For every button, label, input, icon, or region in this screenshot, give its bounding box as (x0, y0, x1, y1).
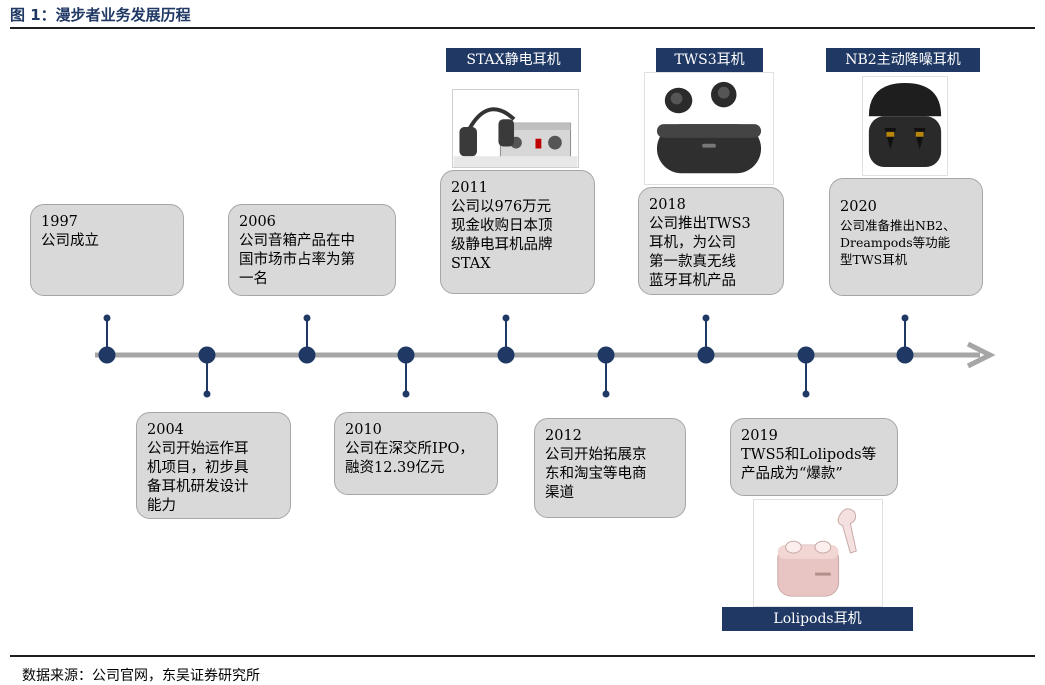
pin-2010 (402, 390, 410, 398)
event-text: 公司成立 (41, 233, 99, 249)
event-card-2006: 2006 公司音箱产品在中 国市场市占率为第 一名 (228, 204, 396, 296)
nb2-earbuds-icon (868, 83, 942, 168)
figure-title: 图 1：漫步者业务发展历程 (10, 6, 191, 24)
event-text: 公司推出TWS3 耳机，为公司 第一款真无线 蓝牙耳机产品 (649, 216, 751, 289)
event-text: 公司以976万元 现金收购日本顶 级静电耳机品牌 STAX (451, 199, 553, 272)
event-text: 公司在深交所IPO， 融资12.39亿元 (345, 441, 474, 476)
node-1997 (98, 346, 116, 364)
node-2018 (697, 346, 715, 364)
event-year: 2012 (545, 428, 582, 444)
product-tag-stax: STAX静电耳机 (446, 48, 581, 72)
top-rule (10, 27, 1035, 29)
node-2012 (597, 346, 615, 364)
pin-2004 (203, 390, 211, 398)
pin-2019 (802, 390, 810, 398)
product-tag-tws3: TWS3耳机 (656, 48, 763, 72)
pin-2012 (602, 390, 610, 398)
lolipods-earbuds-icon (777, 508, 857, 597)
event-card-2004: 2004 公司开始运作耳 机项目，初步具 备耳机研发设计 能力 (136, 412, 291, 519)
pin-2011 (502, 314, 510, 322)
pin-2018 (702, 314, 710, 322)
event-card-1997: 1997 公司成立 (30, 204, 184, 296)
event-year: 2011 (451, 180, 488, 196)
pin-1997 (103, 314, 111, 322)
event-card-2018: 2018 公司推出TWS3 耳机，为公司 第一款真无线 蓝牙耳机产品 (638, 187, 784, 295)
source-note: 数据来源：公司官网，东吴证券研究所 (22, 668, 260, 684)
lolipods-earbuds-image (753, 499, 883, 607)
event-card-2011: 2011 公司以976万元 现金收购日本顶 级静电耳机品牌 STAX (440, 170, 595, 294)
event-year: 2006 (239, 214, 276, 230)
product-tag-nb2: NB2主动降噪耳机 (826, 48, 980, 72)
event-text: 公司准备推出NB2、 Dreampods等功能 型TWS耳机 (840, 218, 956, 267)
event-text: 公司开始拓展京 东和淘宝等电商 渠道 (545, 447, 647, 501)
event-year: 2004 (147, 422, 184, 438)
event-year: 2010 (345, 422, 382, 438)
node-2019 (797, 346, 815, 364)
stax-headphones-icon (453, 107, 578, 167)
product-tag-lolipods: Lolipods耳机 (722, 607, 913, 631)
pin-2020 (901, 314, 909, 322)
event-year: 2020 (840, 199, 877, 215)
node-2011 (497, 346, 515, 364)
axis-arrowhead (966, 341, 996, 369)
event-card-2010: 2010 公司在深交所IPO， 融资12.39亿元 (334, 412, 498, 495)
tws3-earbuds-image (644, 72, 774, 185)
bottom-rule (10, 655, 1035, 657)
event-text: 公司音箱产品在中 国市场市占率为第 一名 (239, 233, 355, 287)
node-2004 (198, 346, 216, 364)
stax-headphones-image (452, 89, 579, 168)
event-year: 1997 (41, 214, 78, 230)
pin-2006 (303, 314, 311, 322)
event-card-2020: 2020 公司准备推出NB2、 Dreampods等功能 型TWS耳机 (829, 178, 983, 296)
event-card-2012: 2012 公司开始拓展京 东和淘宝等电商 渠道 (534, 418, 686, 518)
nb2-earbuds-image (862, 76, 948, 176)
event-year: 2018 (649, 197, 686, 213)
tws3-earbuds-icon (656, 81, 762, 174)
event-text: 公司开始运作耳 机项目，初步具 备耳机研发设计 能力 (147, 441, 249, 514)
node-2006 (298, 346, 316, 364)
event-text: TWS5和Lolipods等 产品成为“爆款” (741, 447, 877, 482)
event-card-2019: 2019 TWS5和Lolipods等 产品成为“爆款” (730, 418, 898, 496)
node-2010 (397, 346, 415, 364)
event-year: 2019 (741, 428, 778, 444)
node-2020 (896, 346, 914, 364)
